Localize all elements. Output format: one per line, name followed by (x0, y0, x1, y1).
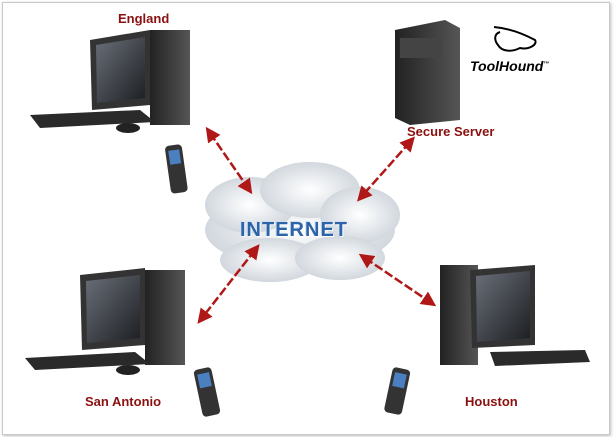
logo-tm: ™ (543, 61, 550, 68)
label-san-antonio: San Antonio (85, 394, 162, 409)
toolhound-logo: ToolHound™ (470, 58, 549, 74)
arrow-england (205, 126, 253, 195)
secure-server (395, 20, 460, 125)
internet-label: INTERNET (240, 219, 348, 241)
toolhound-logo-icon (493, 26, 537, 52)
arrow-secure-server (357, 136, 415, 202)
logo-text: ToolHound (470, 58, 544, 74)
handheld-houston (384, 367, 411, 415)
handheld-england (165, 144, 188, 194)
arrow-san-antonio (197, 244, 260, 324)
computer-san-antonio (25, 268, 185, 375)
arrow-houston (358, 253, 437, 307)
label-secure-server: Secure Server (407, 124, 495, 139)
label-houston: Houston (465, 394, 518, 409)
computer-england (30, 30, 190, 133)
handheld-san-antonio (193, 367, 221, 417)
computer-houston (440, 265, 590, 366)
label-england: England (118, 11, 170, 26)
